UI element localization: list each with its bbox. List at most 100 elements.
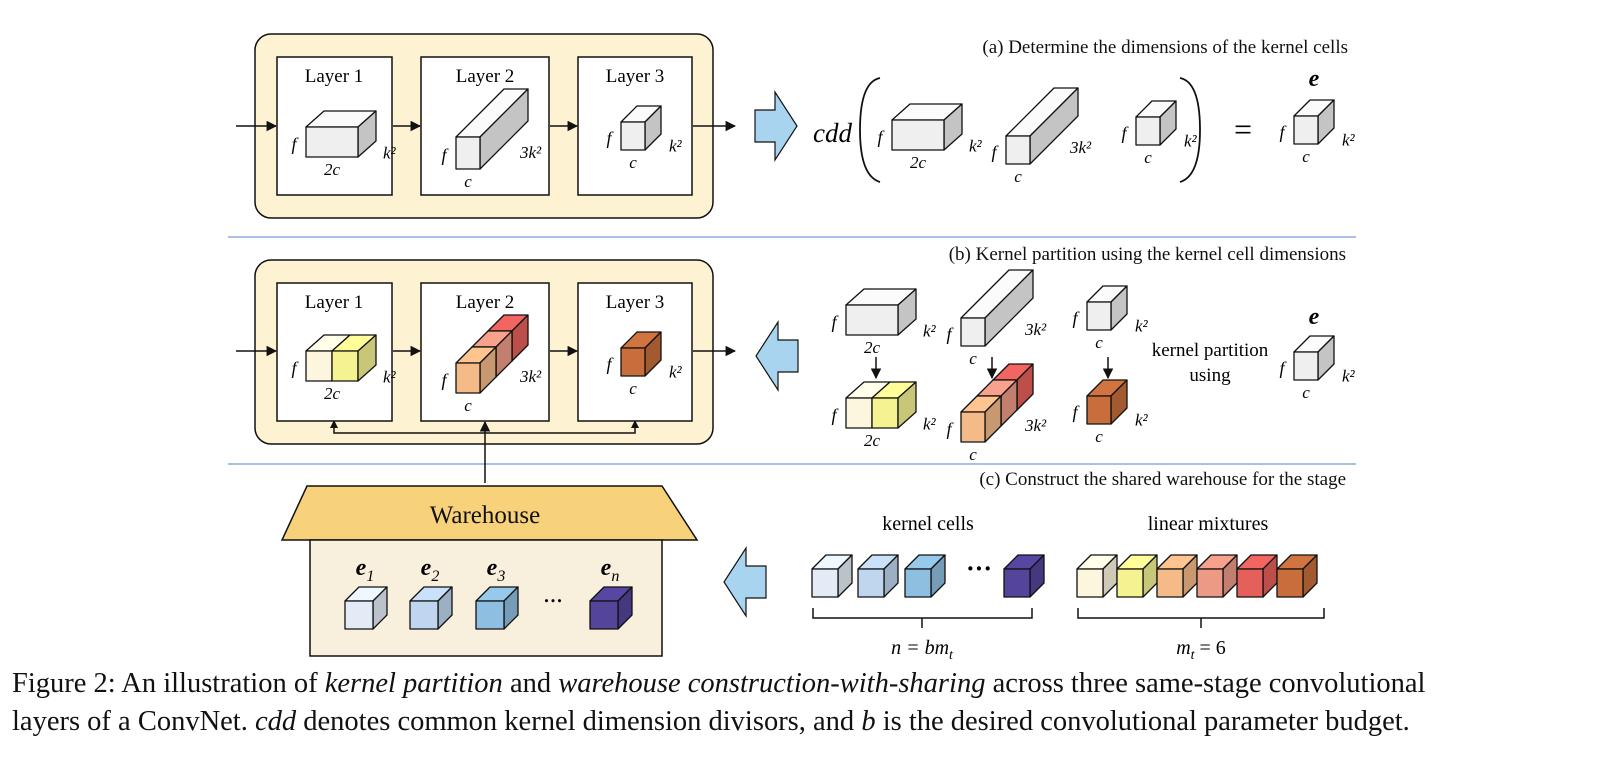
warehouse-ellipsis: ...: [543, 579, 563, 608]
warehouse-item-label: e3: [487, 555, 506, 585]
dimension-label: 3k²: [519, 143, 542, 162]
dimension-label: f: [831, 405, 839, 425]
dimension-label: c: [464, 396, 472, 415]
dimension-label: k²: [669, 363, 683, 382]
layer-label: Layer 3: [606, 292, 665, 313]
warehouse-kernel-cell: [475, 586, 519, 630]
dimension-label: f: [441, 145, 449, 165]
dimension-label: c: [1302, 147, 1310, 166]
dimension-label: c: [629, 379, 637, 398]
dimension-label: f: [1072, 402, 1080, 422]
layer-label: Layer 3: [606, 66, 665, 87]
partitioned-kernel: [845, 381, 917, 429]
warehouse-roof: [280, 485, 699, 541]
linear-mixtures-brace: [1077, 608, 1325, 628]
dimension-label: f: [946, 324, 954, 344]
kernel-cuboid: [455, 88, 529, 170]
cdd-label: cdd: [813, 118, 852, 148]
kernel-cells-formula: n = bmt: [891, 637, 954, 663]
kernel-cell: [857, 554, 899, 598]
dimension-label: c: [464, 172, 472, 191]
warehouse-item-label: e1: [356, 555, 375, 585]
partitioned-kernel: [455, 314, 529, 394]
dimension-label: k²: [969, 137, 983, 156]
partition-label-line2: using: [1189, 365, 1231, 386]
dimension-label: k²: [923, 322, 937, 341]
dimension-label: k²: [383, 368, 397, 387]
dimension-label: f: [291, 358, 299, 378]
dimension-label: c: [969, 445, 977, 464]
paren-left: [859, 77, 881, 183]
dimension-label: c: [1095, 427, 1103, 446]
arrow-left-icon: [723, 545, 767, 619]
e-symbol: e: [1309, 66, 1320, 92]
dimension-label: f: [1279, 358, 1287, 378]
warehouse-kernel-cell: [589, 586, 633, 630]
dimension-label: f: [946, 419, 954, 439]
mixture-cell: [1236, 554, 1278, 598]
dimension-label: c: [1302, 383, 1310, 402]
dimension-label: c: [969, 349, 977, 368]
dimension-label: 3k²: [1069, 138, 1092, 157]
kernel-cuboid: [960, 269, 1034, 347]
dimension-label: f: [877, 127, 885, 147]
mixture-cell: [1076, 554, 1118, 598]
kernel-cell: [811, 554, 853, 598]
kernel-cuboid: [1005, 87, 1079, 165]
linear-mixtures-formula: mt = 6: [1176, 637, 1226, 663]
caption-line-2: layers of a ConvNet. cdd denotes common …: [12, 706, 1410, 737]
layer-label: Layer 2: [456, 66, 515, 87]
dimension-label: k²: [923, 415, 937, 434]
dimension-label: c: [1144, 148, 1152, 167]
dimension-label: f: [441, 370, 449, 390]
kernel-cell: [1003, 554, 1045, 598]
e-kernel-cell: [1293, 99, 1335, 145]
dimension-label: k²: [669, 137, 683, 156]
dimension-label: f: [606, 354, 614, 374]
kernel-cells-brace: [812, 608, 1033, 628]
paren-right: [1179, 77, 1201, 183]
dimension-label: 3k²: [519, 367, 542, 386]
mixture-cell: [1116, 554, 1158, 598]
kernel-cuboid: [305, 110, 377, 158]
dimension-label: f: [1072, 308, 1080, 328]
arrow-right-icon: [754, 89, 798, 163]
e-kernel-cell: [1293, 335, 1335, 381]
figure-caption: Figure 2: An illustration of kernel part…: [12, 665, 1597, 741]
kernel-cuboid: [1086, 285, 1128, 331]
mixture-cell: [1196, 554, 1238, 598]
dimension-label: k²: [1135, 411, 1149, 430]
linear-mixtures-label: linear mixtures: [1148, 513, 1269, 535]
section-b-title: (b) Kernel partition using the kernel ce…: [949, 244, 1346, 265]
kernel-cuboid: [845, 288, 917, 336]
partitioned-kernel: [620, 331, 662, 377]
dimension-label: k²: [1184, 132, 1198, 151]
layer-label: Layer 1: [305, 66, 364, 87]
dimension-label: f: [1279, 122, 1287, 142]
kernel-cuboid: [1135, 100, 1177, 146]
section-a-title: (a) Determine the dimensions of the kern…: [982, 37, 1348, 58]
partitioned-kernel: [960, 363, 1034, 443]
kernel-cell: [904, 554, 946, 598]
dimension-label: 3k²: [1024, 416, 1047, 435]
dimension-label: c: [1014, 167, 1022, 186]
dimension-label: 2c: [324, 384, 341, 403]
dimension-label: k²: [383, 144, 397, 163]
partitioned-kernel: [1086, 379, 1128, 425]
warehouse-title: Warehouse: [430, 502, 540, 529]
kernel-cells-label: kernel cells: [882, 513, 974, 535]
warehouse-kernel-cell: [344, 586, 388, 630]
kernel-cuboid: [891, 103, 963, 151]
layer-label: Layer 2: [456, 292, 515, 313]
dimension-label: k²: [1135, 317, 1149, 336]
dimension-label: 3k²: [1024, 320, 1047, 339]
dimension-label: k²: [1342, 131, 1356, 150]
arrow-left-icon: [755, 319, 799, 393]
dimension-label: f: [291, 134, 299, 154]
dimension-label: c: [629, 153, 637, 172]
dimension-label: f: [831, 312, 839, 332]
dimension-label: 2c: [864, 431, 881, 450]
kernel-cuboid: [620, 105, 662, 151]
